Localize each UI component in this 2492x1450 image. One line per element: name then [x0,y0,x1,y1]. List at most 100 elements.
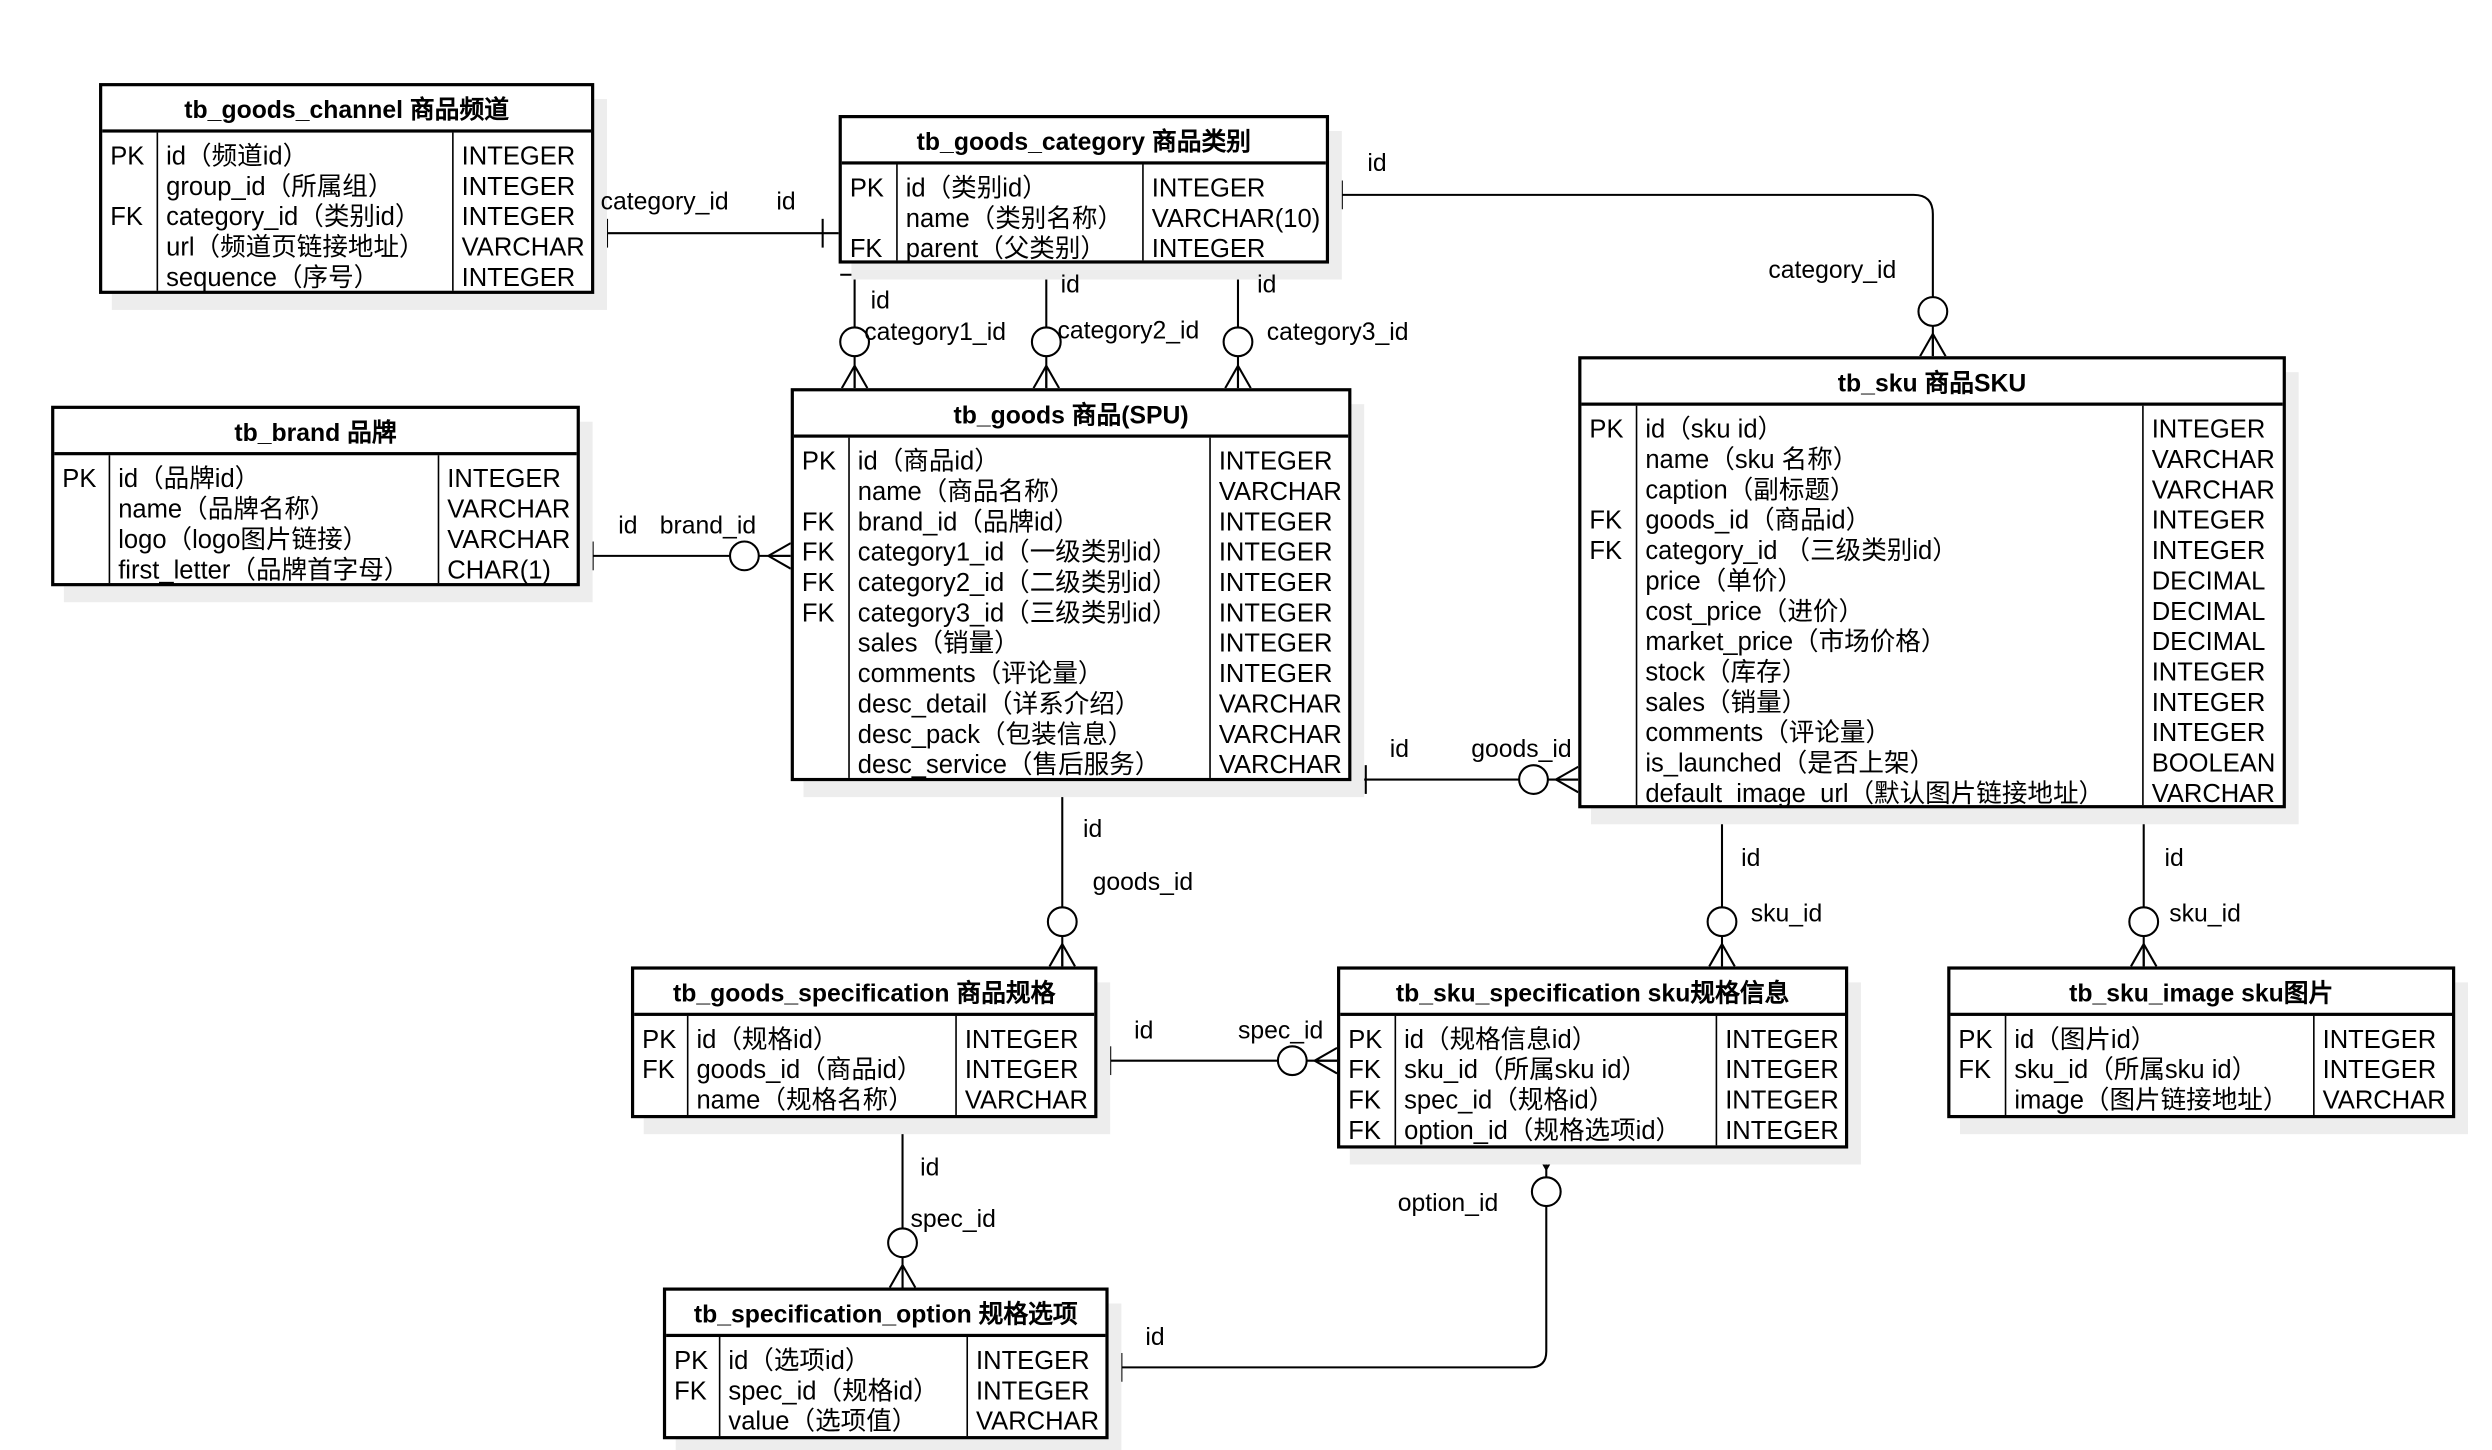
field-key [110,173,156,203]
field-name: option_id（规格选项id） [1404,1118,1682,1146]
field-type: VARCHAR [2151,781,2275,809]
field-name: default_image_url（默认图片链接地址） [1645,781,2105,809]
field-type: INTEGER [2151,416,2266,445]
field-name: value（选项值） [728,1408,918,1437]
field-key [802,751,848,781]
field-type: VARCHAR [964,1087,1088,1115]
field-key: FK [642,1057,675,1085]
field-key: FK [801,600,835,628]
field-key [1589,749,1635,779]
field-key: FK [1348,1057,1381,1085]
field-type: INTEGER [2151,507,2266,536]
field-name: name（商品名称） [857,479,1076,507]
field-type: DECIMAL [2151,599,2266,627]
crow-foot-symbol [1045,365,1060,389]
field-type: DECIMAL [2151,568,2266,596]
field-name: market_price（市场价格） [1645,629,1947,657]
field-name: id（品牌id） [118,466,261,494]
field-key: PK [849,175,884,203]
field-type: INTEGER [1218,539,1333,568]
field-type: VARCHAR [447,496,571,524]
crow-foot-symbol [1708,943,1723,967]
field-key: FK [801,570,835,598]
field-key: PK [1958,1027,1993,1055]
field-name: id（选项id） [728,1348,871,1376]
field-type: INTEGER [1218,570,1333,598]
table-title: tb_goods_channel 商品频道 [102,86,592,133]
field-type: INTEGER [1725,1087,1839,1115]
field-type: INTEGER [1218,509,1333,537]
zero-optional-symbol [1222,326,1254,358]
field-type: INTEGER [1151,175,1266,203]
field-type: VARCHAR [1218,722,1342,750]
field-key: PK [110,143,145,171]
crow-foot-symbol [1314,1059,1338,1075]
relation-one-label: id [1060,271,1080,299]
crow-foot-symbol [1314,1046,1338,1062]
field-type: INTEGER [1218,600,1333,628]
field-key: FK [849,236,883,264]
zero-optional-symbol [1518,764,1549,795]
field-name: comments（评论量） [1645,720,1892,748]
field-name: category3_id（三级类别id） [857,600,1178,628]
relation-many-label: category_id [1768,257,1897,285]
field-key: PK [801,448,836,477]
table-title: tb_goods_specification 商品规格 [634,970,1095,1016]
field-key: FK [1348,1118,1381,1146]
field-key: PK [1589,416,1624,445]
relation-many-label: spec_id [910,1206,996,1234]
field-name: sales（销量） [857,630,1020,659]
field-type: INTEGER [461,204,576,232]
field-type: CHAR(1) [447,557,551,585]
field-name: category2_id（二级类别id） [857,570,1178,598]
field-name: id（商品id） [857,448,1000,477]
field-key [674,1407,719,1437]
field-key [62,526,108,556]
name-column: id（品牌id）name（品牌名称）logo（logo图片链接）first_le… [108,455,438,585]
field-type: INTEGER [2322,1057,2437,1085]
crow-foot-symbol [1048,943,1064,967]
field-key [642,1086,687,1116]
field-type: VARCHAR [1218,691,1342,719]
field-type: INTEGER [1151,236,1266,264]
field-name: name（类别名称） [905,206,1124,234]
field-type: INTEGER [1725,1027,1839,1055]
field-name: spec_id（规格id） [728,1378,939,1406]
field-key [802,629,848,659]
field-type: BOOLEAN [2151,750,2276,778]
field-name: id（频道id） [166,143,309,171]
crow-foot-symbol [1919,333,1934,357]
field-name: name（规格名称） [696,1087,914,1115]
relation-many-label: goods_id [1471,736,1572,764]
relation-one-label: id [1367,150,1387,178]
field-type: INTEGER [964,1027,1079,1055]
field-key [802,478,848,508]
zero-optional-symbol [728,540,760,572]
crow-foot-symbol [888,1264,904,1289]
zero-optional-symbol [1530,1176,1562,1208]
crow-foot-symbol [1931,333,1947,357]
field-key [1589,688,1635,718]
field-name: desc_detail（详系介绍） [857,691,1141,719]
field-type: DECIMAL [2151,629,2266,657]
field-key [1589,780,1635,810]
field-key: FK [1958,1057,1992,1085]
field-type: INTEGER [461,143,576,171]
field-key: FK [674,1378,707,1406]
